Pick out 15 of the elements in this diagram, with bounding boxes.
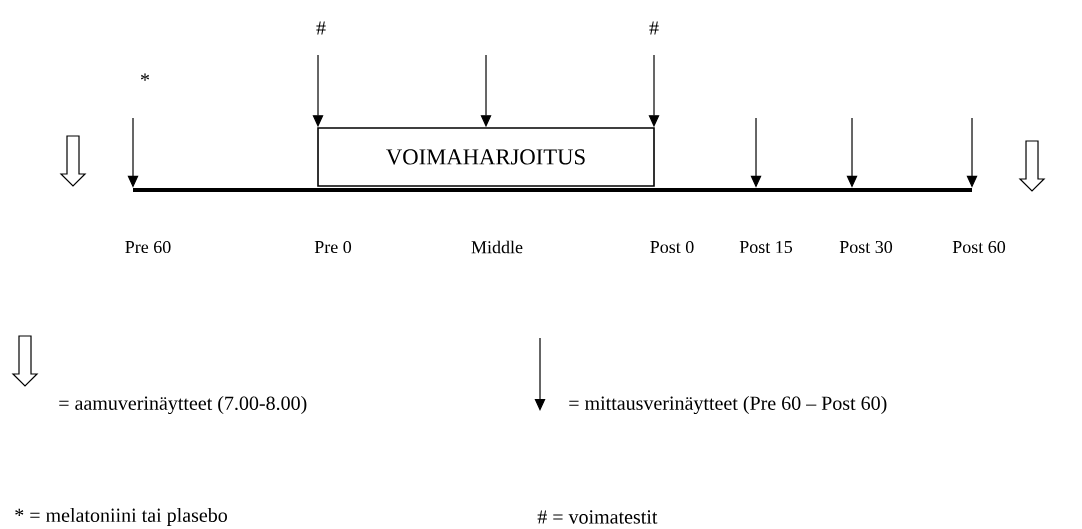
symbol-label: # [316,21,326,35]
legend-text: = aamuverinäytteet (7.00-8.00) [59,395,307,415]
legend-text: # = voimatestit [537,510,658,524]
symbol-label: * [141,73,150,81]
time-label: Pre 0 [314,240,352,254]
time-label: Post 60 [952,240,1006,254]
time-label: Post 0 [650,240,694,254]
legend-text: = mittausverinäytteet (Pre 60 – Post 60) [569,395,887,415]
time-label: Post 30 [839,240,893,254]
time-label: Pre 60 [125,240,171,254]
legend-text: * = melatoniini tai plasebo [15,507,227,527]
time-label: Post 15 [739,241,793,254]
symbol-label: # [649,21,659,35]
time-label: Middle [471,240,523,254]
process-box: VOIMAHARJOITUS [317,127,655,187]
